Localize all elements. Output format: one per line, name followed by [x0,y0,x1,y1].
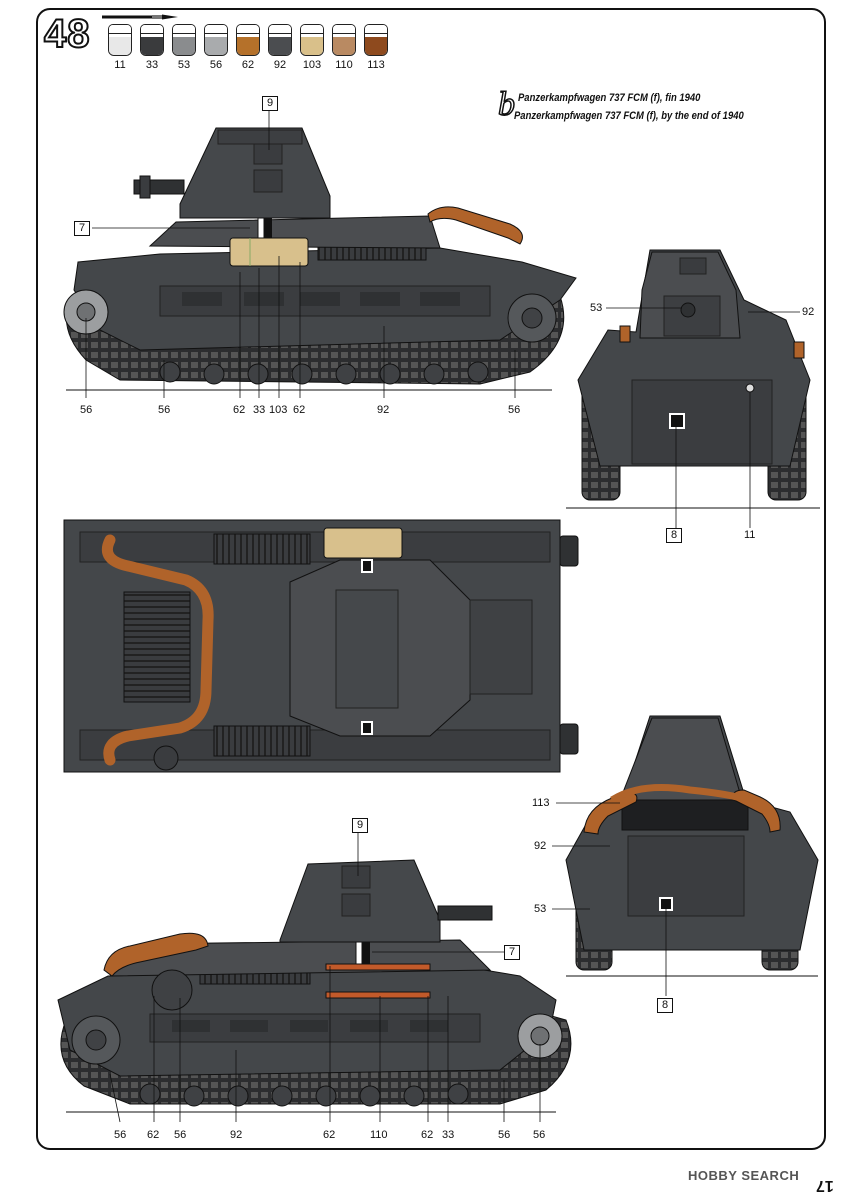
side-view-right [63,108,577,398]
callout-paint: 56 [533,1129,546,1141]
callout-paint: 56 [498,1129,511,1141]
side-view-left [57,832,572,1123]
callout-paint: 113 [532,797,550,809]
paintbrush-icon [102,14,178,20]
paint-jar-icon [172,24,196,56]
paint-pot: 11 [104,24,136,71]
callout-paint: 103 [269,404,288,416]
paint-pot: 110 [328,24,360,71]
scheme-line-2: Panzerkampfwagen 737 FCM (f), by the end… [514,110,744,122]
front-view [566,249,820,528]
callout-paint: 33 [442,1129,455,1141]
paint-pot: 53 [168,24,200,71]
callout-decal-9-bottom: 9 [352,818,369,833]
paint-pot: 56 [200,24,232,71]
paint-jar-icon [140,24,164,56]
callout-decal-8-front: 8 [666,528,683,543]
callout-paint: 56 [508,404,521,416]
paint-pot: 62 [232,24,264,71]
paint-palette: 11 33 53 56 62 92 103 110 113 [104,24,392,71]
callout-paint: 62 [323,1129,336,1141]
paint-code: 110 [335,59,353,71]
paint-pot: 113 [360,24,392,71]
paint-code: 56 [209,59,223,71]
callout-paint: 11 [744,529,756,541]
callout-decal-9-top: 9 [262,96,279,111]
paint-jar-icon [300,24,324,56]
callout-paint: 62 [147,1129,160,1141]
callout-paint: 53 [534,903,547,915]
paint-pot: 103 [296,24,328,71]
paint-code: 92 [273,59,287,71]
paint-pot: 33 [136,24,168,71]
callout-decal-7-bottom: 7 [504,945,521,960]
paint-jar-icon [332,24,356,56]
paint-jar-icon [268,24,292,56]
paint-code: 62 [241,59,255,71]
paint-code: 103 [302,59,322,71]
page-number: 17 [816,1177,834,1194]
callout-paint: 56 [174,1129,187,1141]
callout-paint: 92 [230,1129,243,1141]
paint-jar-icon [236,24,260,56]
callout-paint: 56 [158,404,171,416]
rear-view [552,715,819,996]
paint-code: 113 [367,59,385,71]
callout-paint: 33 [253,404,266,416]
paint-jar-icon [204,24,228,56]
watermark: HOBBY SEARCH [688,1168,800,1183]
callout-paint: 92 [377,404,390,416]
paint-code: 33 [145,59,159,71]
callout-paint: 56 [80,404,93,416]
scheme-letter: b [497,85,516,124]
callout-paint: 110 [370,1129,388,1141]
paint-code: 11 [114,59,126,71]
paint-pot: 92 [264,24,296,71]
callout-paint: 62 [293,404,306,416]
callout-paint: 53 [590,302,603,314]
callout-paint: 92 [802,306,815,318]
callout-paint: 92 [534,840,547,852]
callout-paint: 62 [233,404,246,416]
callout-paint: 56 [114,1129,127,1141]
top-view [63,519,579,773]
step-number: 48 [43,11,91,57]
paint-jar-icon [364,24,388,56]
paint-jar-icon [108,24,132,56]
paint-code: 53 [177,59,191,71]
scheme-line-1: Panzerkampfwagen 737 FCM (f), fin 1940 [518,92,701,104]
callout-paint: 62 [421,1129,434,1141]
callout-decal-8-rear: 8 [657,998,674,1013]
callout-decal-7-top: 7 [74,221,91,236]
